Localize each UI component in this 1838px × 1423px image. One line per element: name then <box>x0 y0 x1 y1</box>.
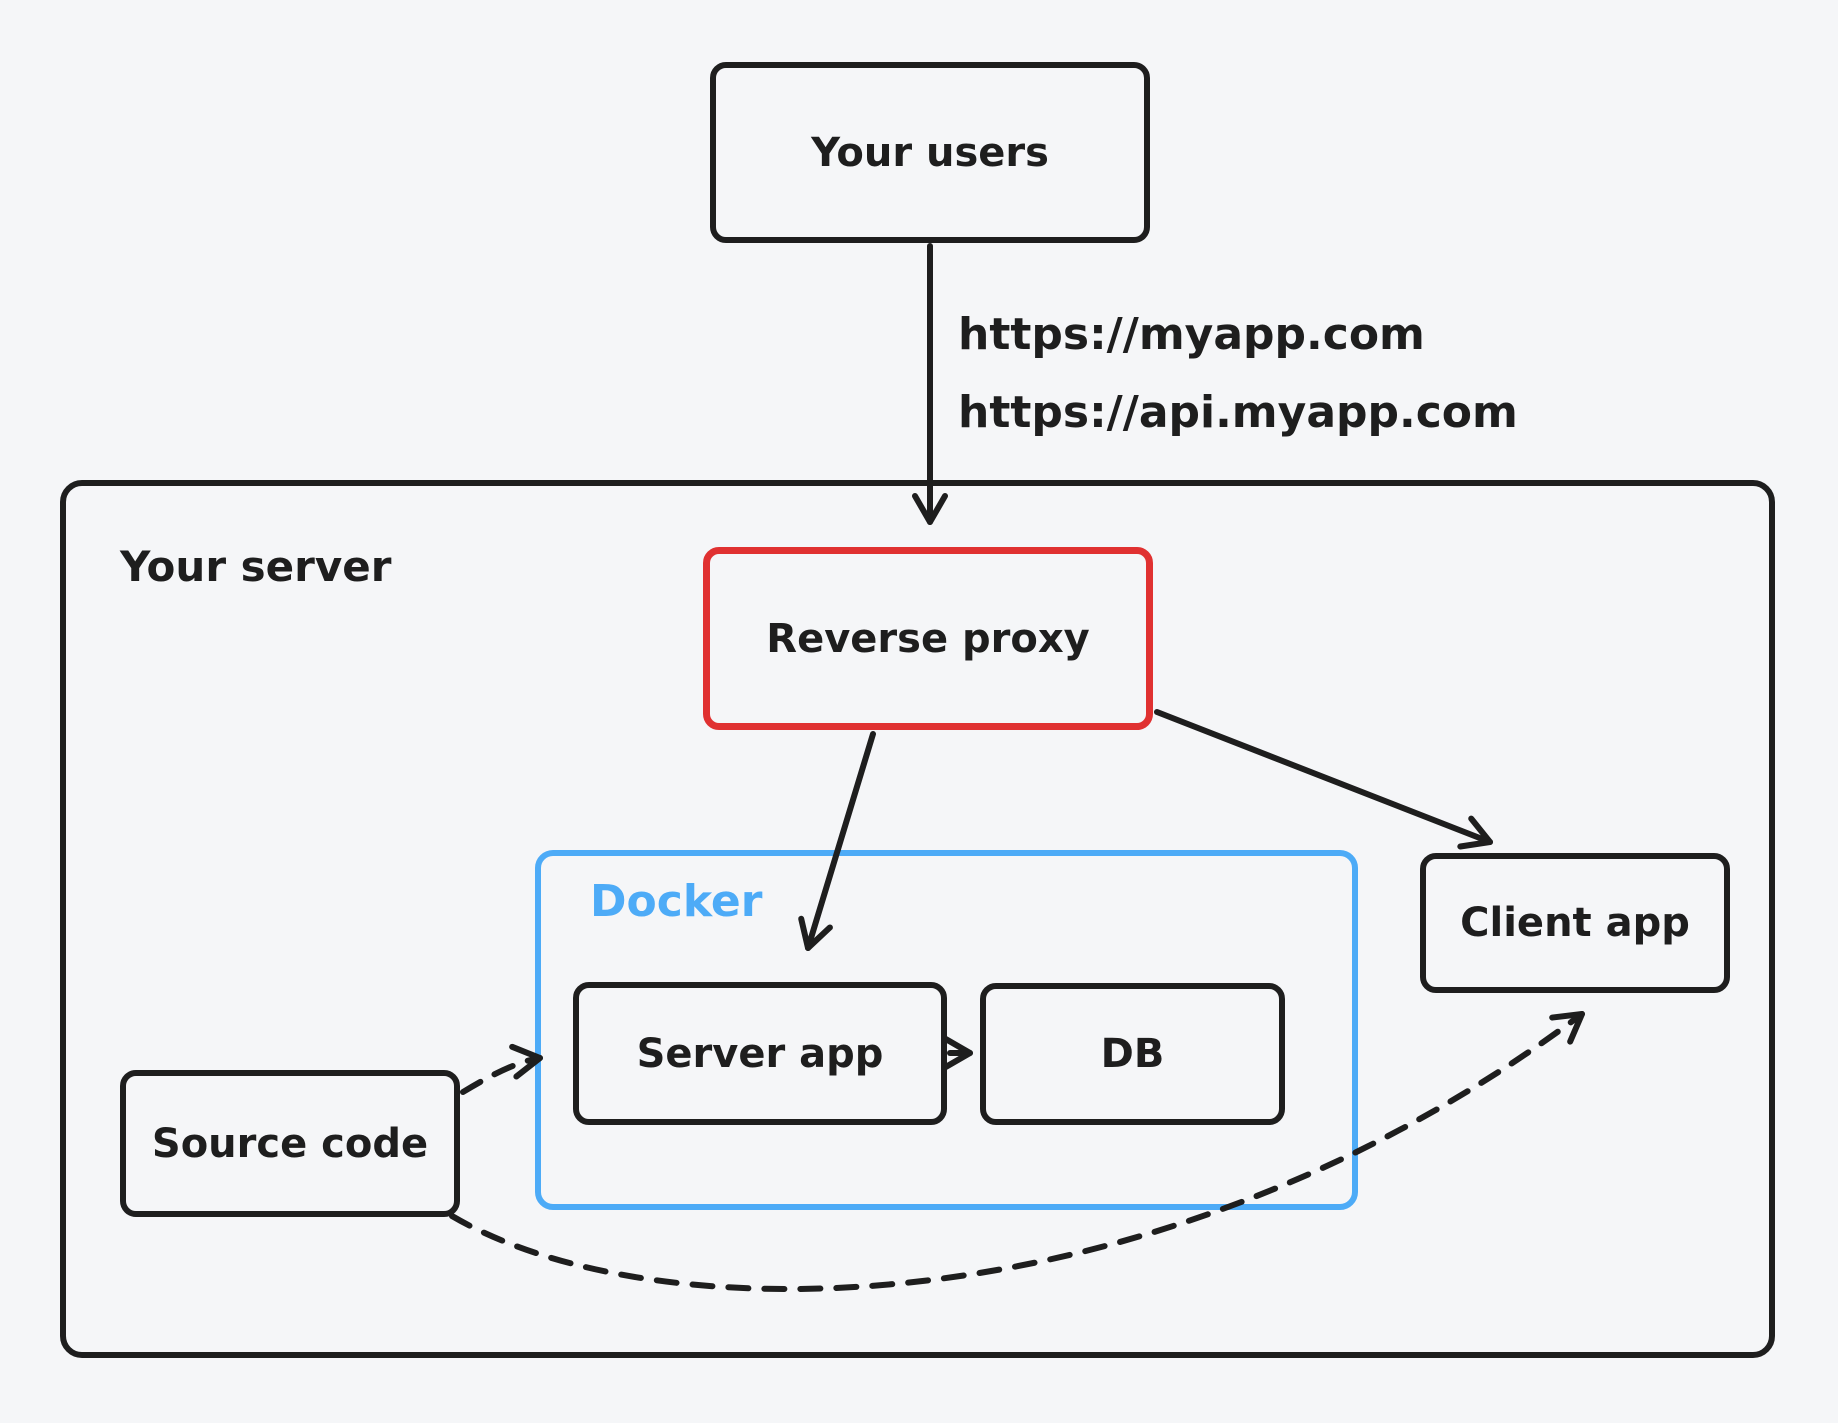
your-server-frame <box>60 480 1775 1358</box>
reverse-proxy-node: Reverse proxy <box>703 547 1153 730</box>
your-server-label: Your server <box>120 542 392 591</box>
source-code-node: Source code <box>120 1070 460 1217</box>
client-app-label: Client app <box>1460 900 1690 946</box>
request-url-labels: https://myapp.com https://api.myapp.com <box>958 296 1518 452</box>
source-code-label: Source code <box>151 1120 429 1167</box>
docker-label: Docker <box>590 876 763 927</box>
your-users-node: Your users <box>710 62 1150 243</box>
db-node: DB <box>980 983 1285 1125</box>
url-myapp: https://myapp.com <box>958 309 1425 360</box>
server-app-label: Server app <box>636 1030 884 1077</box>
url-api-myapp: https://api.myapp.com <box>958 387 1518 438</box>
client-app-node: Client app <box>1420 853 1730 993</box>
server-app-node: Server app <box>573 982 947 1125</box>
your-users-label: Your users <box>811 129 1049 176</box>
db-label: DB <box>1100 1031 1165 1077</box>
reverse-proxy-label: Reverse proxy <box>766 615 1090 662</box>
